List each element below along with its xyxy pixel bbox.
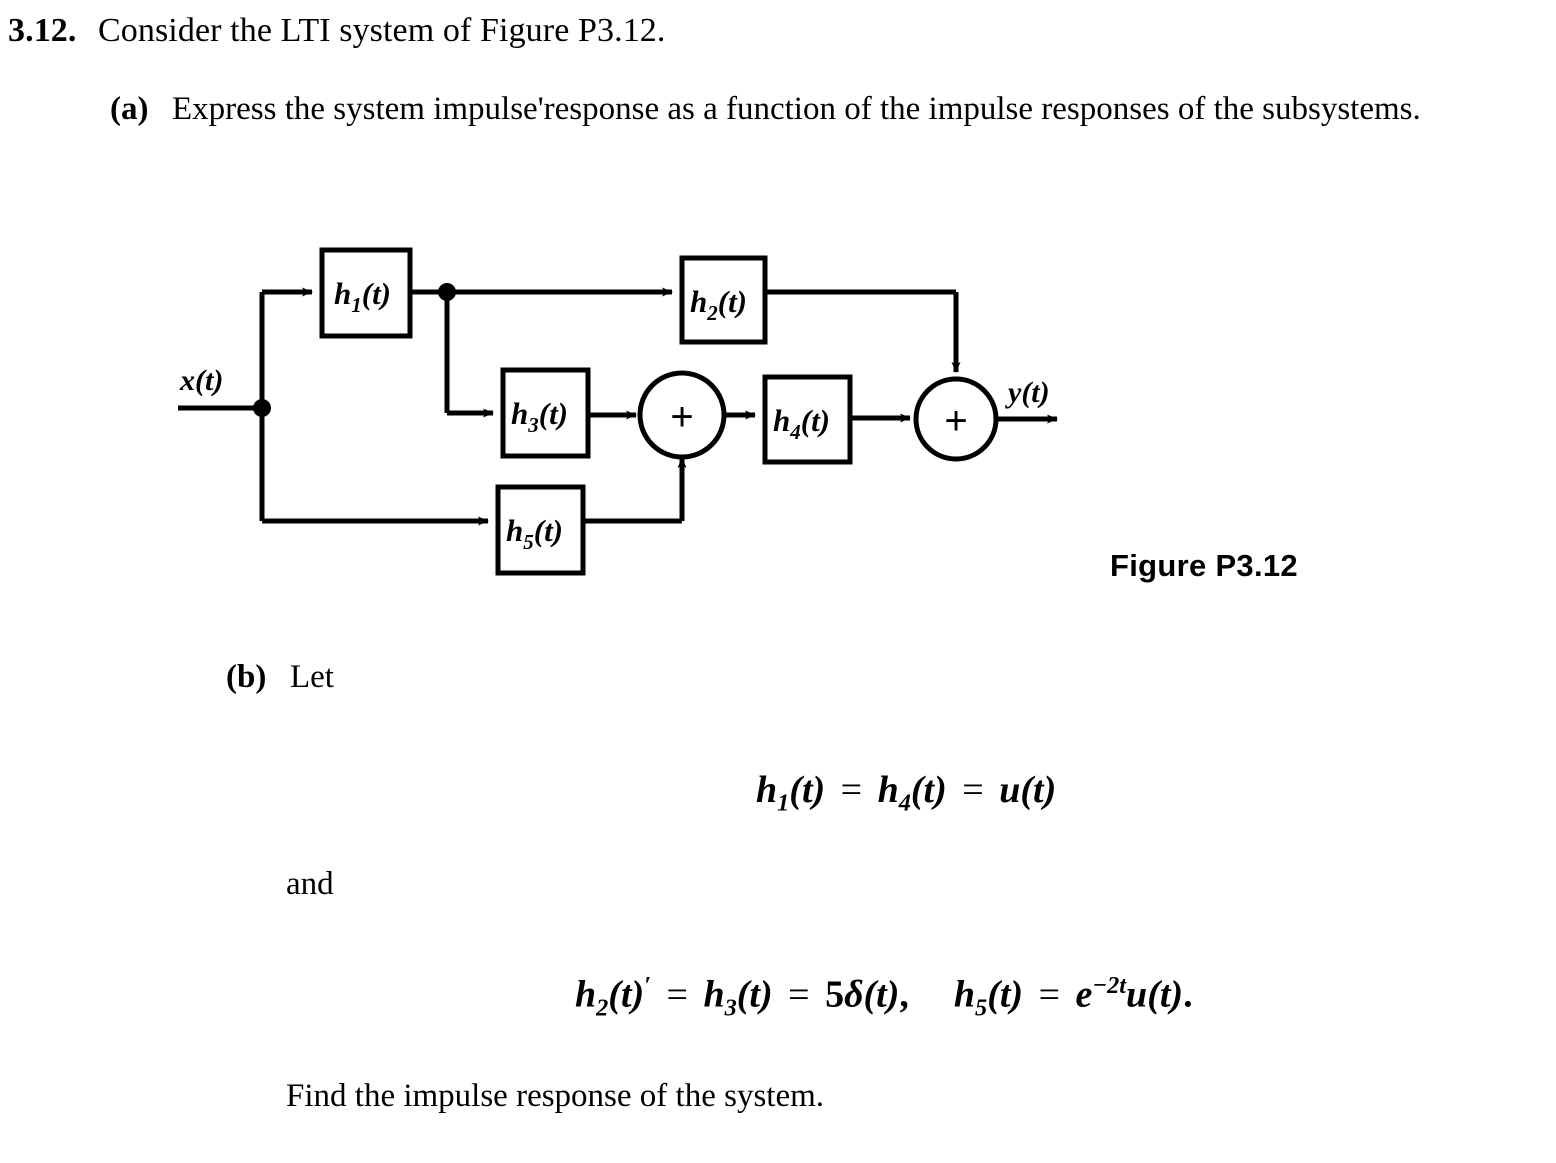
eq2-operator-1: = [666,973,688,1016]
adder-sum1-symbol: + [670,395,693,439]
block-h2-sub: 2 [706,301,718,325]
block-h3-base: h [511,396,528,431]
block-h2-base: h [690,284,707,319]
and-connector: and [286,866,334,902]
block-h3 [500,367,591,459]
block-h1 [319,247,413,339]
eq1-h4-sub: 4 [898,789,911,817]
equation-1: h1(t) = h4(t) = u(t) [756,768,1056,818]
block-h1-arg: (t) [362,276,391,311]
block-h4 [762,374,853,465]
eq1-h1-sub: 1 [777,789,790,817]
block-h1-label: h1(t) [334,276,391,317]
part-a-label: (a) [110,91,149,127]
block-h5-base: h [506,513,523,548]
eq2-period: . [1183,973,1193,1016]
eq1-h1-arg: (t) [789,769,826,811]
problem-heading: 3.12. Consider the LTI system of Figure P… [8,10,1528,52]
eq2-h5-base: h [953,973,976,1016]
part-b-label: (b) [226,659,267,695]
eq1-h4-base: h [877,769,899,811]
block-h2-arg: (t) [718,284,747,319]
eq1-u-base: u [999,769,1021,811]
block-h1-base: h [334,276,351,311]
block-h4-arg: (t) [801,403,830,438]
eq1-h4-arg: (t) [910,769,947,811]
eq2-comma: , [899,973,909,1016]
part-a-text: Express the system impulse'response as a… [172,91,1421,127]
junction-dot-input [253,399,271,417]
figure-caption: Figure P3.12 [1110,548,1298,583]
block-h3-arg: (t) [539,396,568,431]
part-a: (a) Express the system impulse'response a… [110,86,1520,132]
problem-statement: Consider the LTI system of Figure P3.12. [98,12,666,49]
eq2-exp-power: −2t [1092,972,1127,999]
adder-sum1 [637,370,727,460]
block-h4-label: h4(t) [773,403,830,444]
eq2-operator-3: = [1038,973,1061,1016]
equation-2: h2(t)′ = h3(t) = 5δ(t), h5(t) = e−2tu(t)… [575,972,1193,1022]
block-h4-base: h [773,403,790,438]
junction-dot-h1-output [438,283,456,301]
block-h3-sub: 3 [527,413,539,437]
eq2-h3-sub: 3 [724,994,737,1022]
eq2-h2-sub: 2 [596,994,609,1022]
part-b-text: Let [290,659,334,695]
problem-number: 3.12. [8,12,77,49]
eq2-coefficient: 5 [825,973,845,1016]
eq2-h3-arg: (t) [736,973,773,1016]
eq2-operator-2: = [788,973,810,1016]
block-h2 [679,255,768,345]
eq1-h1-base: h [756,769,778,811]
input-signal-label: x(t) [179,364,223,397]
block-h2-label: h2(t) [690,284,747,325]
block-h5 [495,484,586,576]
block-h1-sub: 1 [351,293,362,317]
output-signal-label: y(t) [1005,376,1050,409]
block-h5-arg: (t) [534,513,563,548]
block-h5-sub: 5 [523,530,534,554]
eq2-h3-base: h [703,973,725,1016]
eq2-u-base: u [1126,973,1148,1016]
block-h3-label: h3(t) [511,396,568,437]
adder-sum2 [913,376,999,462]
eq2-h2-arg: (t) [608,973,645,1016]
eq1-operator-2: = [962,769,984,811]
block-h5-label: h5(t) [506,513,563,554]
eq1-operator-1: = [840,769,863,811]
eq2-h5-sub: 5 [975,994,988,1022]
eq2-delta-arg: (t) [863,973,900,1016]
find-instruction: Find the impulse response of the system. [286,1078,825,1114]
eq2-delta-symbol: δ [844,973,864,1016]
eq2-h2-base: h [575,973,597,1016]
eq2-h5-arg: (t) [987,973,1024,1016]
part-b: (b) Let [226,655,334,699]
adder-sum2-symbol: + [944,399,967,443]
eq1-u-arg: (t) [1020,769,1057,811]
eq2-h2-prime: ′ [644,972,652,999]
eq2-exp-base: e [1075,973,1093,1016]
block-h4-sub: 4 [789,420,801,444]
eq2-u-arg: (t) [1147,973,1184,1016]
